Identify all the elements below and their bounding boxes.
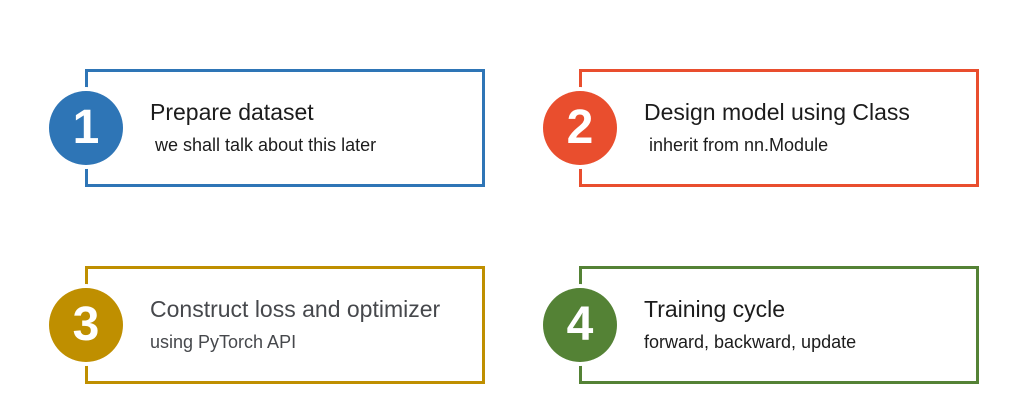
step-card-training-cycle: 4 Training cycle forward, backward, upda… [543,266,979,384]
step-number-badge: 4 [543,288,617,362]
step-number-badge: 1 [49,91,123,165]
step-subtitle: we shall talk about this later [155,135,377,155]
step-title: Prepare dataset [150,99,314,126]
step-subtitle: inherit from nn.Module [649,135,829,155]
step-card-construct-loss-optimizer: 3 Construct loss and optimizer using PyT… [49,266,485,384]
step-number-badge: 3 [49,288,123,362]
step-card-prepare-dataset: 1 Prepare dataset we shall talk about th… [49,69,485,187]
step-card-design-model: 2 Design model using Class inherit from … [543,69,979,187]
step-title: Design model using Class [644,99,910,126]
step-number-badge: 2 [543,91,617,165]
step-subtitle: using PyTorch API [150,332,297,352]
step-title: Construct loss and optimizer [150,296,441,323]
step-title: Training cycle [644,296,786,323]
step-subtitle: forward, backward, update [644,332,857,352]
